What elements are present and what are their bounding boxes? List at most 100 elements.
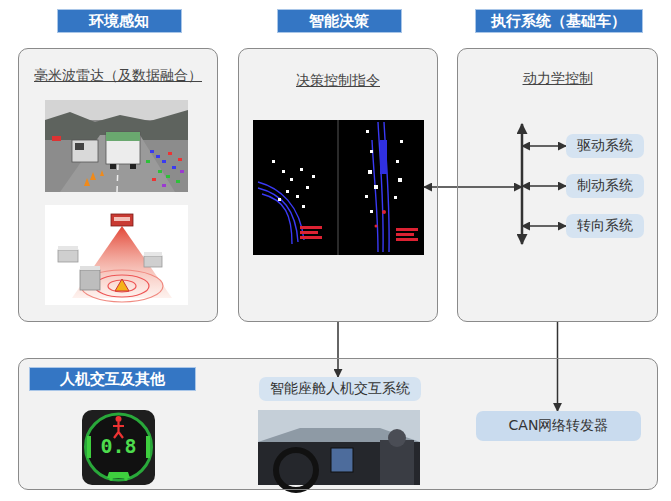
traffic-light-icon (82, 410, 155, 485)
system-box: 驱动系统 (566, 134, 644, 158)
decision-lidar-image-part-part (272, 160, 275, 163)
box-text: CAN网络转发器 (509, 417, 609, 435)
decision-lidar-image-part-part (306, 186, 309, 189)
road-photo-part (106, 132, 140, 141)
panel-title: 毫米波雷达（及数据融合） (34, 67, 202, 85)
radar-illustration-part (144, 252, 162, 256)
traffic-light-icon-part (124, 477, 128, 481)
decision-lidar-image-part-part (278, 198, 281, 201)
road-photo-part-part (152, 178, 156, 181)
decision-lidar-image-part (300, 210, 418, 241)
road-photo-part-part (176, 180, 180, 183)
decision-lidar-image-part-part (300, 236, 322, 239)
box-text: 智能座舱人机交互系统 (270, 380, 410, 398)
road-photo-part (130, 164, 136, 169)
box-text: 转向系统 (577, 217, 633, 235)
execution-panel: 执行系统（基础车）动力学控制驱动系统制动系统转向系统 (457, 48, 658, 322)
panel-fills-part (18, 358, 658, 490)
arrow-connector (557, 322, 559, 411)
decision-lidar-image-part-part (286, 190, 289, 193)
road-photo-part-part (172, 166, 176, 169)
road-photo-part-part (100, 170, 104, 176)
section-banner: 智能决策 (277, 9, 402, 33)
decision-lidar-image-part (380, 140, 387, 174)
road-photo-part (84, 170, 104, 186)
road-photo-part-part (168, 152, 172, 155)
decision-lidar-image-part-part (372, 140, 378, 252)
radar-illustration-part (58, 246, 78, 250)
box-text: 制动系统 (577, 177, 633, 195)
road-photo (45, 100, 188, 192)
section-banner: 执行系统（基础车） (475, 9, 643, 33)
radar-illustration-part (80, 266, 100, 270)
decision-lidar-image-part-part (262, 194, 292, 244)
decision-lidar-image-part-part (382, 210, 386, 214)
decision-lidar-image-part-part (365, 195, 368, 198)
road-photo-part-part (180, 170, 184, 173)
traffic-light-icon-part (87, 436, 91, 458)
decision-lidar-image-part-part (300, 226, 322, 229)
decision-lidar-image (253, 120, 424, 255)
system-box: 制动系统 (566, 174, 644, 198)
decision-lidar-image-part-part (394, 196, 397, 199)
road-photo-part-part (158, 170, 162, 173)
decision-lidar-image-part-part (398, 178, 402, 182)
decision-lidar-image-part-part (302, 205, 305, 208)
decision-lidar-image-part-part (282, 170, 285, 173)
arrow-connector (522, 185, 566, 187)
decision-lidar-image-part-part (366, 130, 369, 133)
road-photo-part-part (90, 172, 96, 180)
decision-lidar-image-part-part (370, 210, 373, 213)
decision-lidar-image-part-part (300, 231, 318, 234)
decision-lidar-image-part-part (375, 225, 378, 228)
radar-illustration-part (58, 250, 78, 262)
road-photo-part (72, 140, 98, 162)
road-photo-part-part (84, 178, 90, 186)
decision-lidar-image-part-part (400, 140, 403, 143)
radar-illustration-part (114, 217, 130, 221)
system-box: 转向系统 (566, 214, 644, 238)
decision-lidar-image-part-part (396, 233, 414, 236)
road-photo-part (45, 110, 188, 140)
perception-panel: 环境感知毫米波雷达（及数据融合） (18, 48, 218, 322)
hmi-panel: 人机交互及其他智能座舱人机交互系统CAN网络转发器 (18, 358, 658, 490)
radar-illustration-part (45, 205, 188, 305)
road-photo-part-part (166, 175, 170, 178)
section-banner: 环境感知 (57, 9, 182, 33)
decision-lidar-image-part-part (374, 185, 378, 189)
cockpit-photo-part (388, 429, 406, 447)
traffic-light-icon-part (107, 472, 130, 478)
radar-illustration-part (95, 275, 149, 297)
display-digits: 0.8 (82, 434, 155, 458)
road-photo-part (52, 136, 61, 141)
radar-illustration-part (80, 270, 100, 290)
decision-lidar-image-part (258, 122, 389, 252)
road-photo-part-part (162, 184, 166, 187)
arrow-connector (522, 145, 566, 147)
road-photo-part-part (178, 158, 182, 161)
road-photo-part (150, 150, 176, 169)
radar-illustration-part (72, 226, 172, 298)
decision-lidar-image-part-part (312, 175, 315, 178)
traffic-light-icon-part (82, 410, 155, 485)
decision-lidar-image-part-part (370, 150, 373, 153)
road-photo-part-part (150, 150, 154, 153)
arrow-connector (522, 225, 566, 227)
road-photo-part (162, 170, 184, 187)
radar-illustration-part (144, 256, 162, 267)
road-photo-part-part (146, 160, 150, 163)
radar-illustration-part (81, 270, 163, 302)
road-photo-part-part (156, 155, 160, 158)
panel-fills-part (457, 48, 658, 322)
decision-lidar-image-part-part (396, 228, 418, 231)
cockpit-photo-part (258, 410, 420, 485)
decision-panel: 智能决策决策控制指令 (238, 48, 438, 322)
road-photo-part (152, 152, 182, 181)
radar-illustration-part (108, 280, 136, 292)
road-photo-part (75, 143, 84, 150)
arrow-connector (337, 322, 339, 377)
panel-fills (18, 48, 658, 490)
cockpit-photo-part (276, 450, 316, 490)
panel-fills-part (238, 48, 438, 322)
